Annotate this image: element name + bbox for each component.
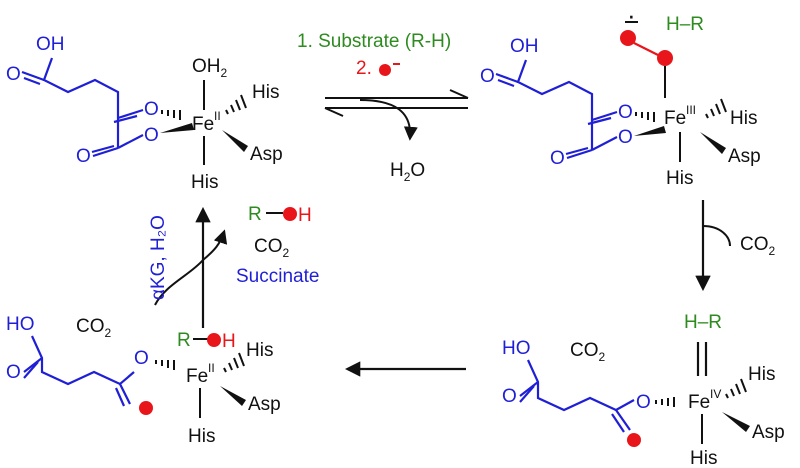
superoxo-hr-label: H–R [666,14,704,35]
product-his-bottom-label: His [188,426,215,447]
resting-wedge-o [160,123,194,133]
product-co2-label: CO2 [76,316,112,340]
ferryl-his-top-hash [725,378,747,399]
structure-resting-fe2: OH O O O O Fe II OH2 His Asp [6,34,283,193]
superoxo-keto-o-label: O [618,102,633,123]
co2-release-curve [702,225,731,247]
product-acid-o-label: O [6,362,21,383]
step-top-oxygen-binding: 1. Substrate (R-H) 2. H2O [297,31,469,184]
structure-ferryl-fe4: H–R HO CO2 O O Fe IV [502,312,785,468]
superoxo-carb-o1-label: O [550,148,565,169]
step-left-product-release: αKG, H₂O R H CO2 Succinate [148,204,319,328]
resting-carb-o2-label: O [144,125,159,146]
radical-dot-label: · [627,0,636,30]
resting-his-bottom-label: His [191,172,218,193]
product-fe-label: Fe [186,366,208,387]
water-release-arrow [359,99,418,141]
right-co2-label: CO2 [740,234,776,258]
ferryl-his-top-label: His [748,364,775,385]
ferryl-hash-bond [655,397,675,407]
oxygen-atom-icon [379,64,391,76]
superoxo-asp-label: Asp [728,146,761,167]
resting-oh-label: OH [36,34,65,55]
substrate-label: 1. Substrate (R-H) [297,31,451,52]
resting-hash-bond [161,110,181,120]
product-his-top-label: His [246,340,273,361]
water-label: H2O [390,160,425,184]
resting-acid-o-label: O [6,64,21,85]
superoxo-his-top-hash [705,98,727,119]
product-r-label: R [177,330,191,351]
akg-double-bonds [23,76,138,154]
structure-product-fe2: HO CO2 O O Fe II His Asp [6,314,281,447]
oxygen-label: 2. [356,58,372,79]
superoxo-asp-wedge [700,132,726,154]
resting-keto-o-label: O [144,99,159,120]
superoxo-o1-icon [620,30,636,46]
resting-fe-ox: II [214,109,221,123]
ferryl-succinate-double-bonds [519,385,625,433]
akg-water-label: αKG, H₂O [148,215,169,300]
superoxo-akg-double-bonds [497,78,612,156]
succinate-label: Succinate [236,266,319,287]
product-ho-label: HO [6,314,35,335]
resting-asp-label: Asp [250,144,283,165]
ferryl-ho-label: HO [502,338,531,359]
superoxo-wedge-o [634,126,666,136]
superoxo-akg-chain [495,59,618,160]
resting-asp-wedge [222,130,248,152]
product-exit-curve [202,229,228,261]
product-oh-o-icon [207,333,221,347]
released-oh-o-icon [283,207,297,221]
released-co2-label: CO2 [254,236,290,260]
product-h-label: H [222,331,236,352]
resting-carb-o1-label: O [76,146,91,167]
reverse-arrowhead [324,107,344,117]
released-h-label: H [298,205,312,226]
resting-his-top-hash [225,94,247,115]
superoxo-oh-label: OH [510,36,539,57]
resting-water-label: OH2 [192,56,228,80]
ferryl-fe-label: Fe [688,392,710,413]
step-right-decarboxylation: CO2 [695,200,776,292]
ferryl-asp-label: Asp [752,422,785,443]
superoxo-fe-label: Fe [664,108,686,129]
ferryl-fe-ox: IV [710,387,721,401]
superoxo-his-top-label: His [730,108,757,129]
ferryl-acid-o-label: O [502,386,517,407]
forward-arrowhead [449,89,469,99]
product-succinate-double-bonds [23,361,126,407]
ferryl-oxo-double-bond [696,342,708,376]
ferryl-carb-o-label: O [636,392,651,413]
superoxo-acid-o-label: O [480,66,495,87]
product-labelled-o-icon [139,401,153,415]
released-r-label: R [248,204,262,225]
akg-chain [21,57,144,158]
superoxo-fe-ox: III [686,103,696,117]
resting-his-top-label: His [252,82,279,103]
resting-fe-label: Fe [192,114,214,135]
product-fe-ox: II [208,361,215,375]
ferryl-labelled-o-icon [627,433,641,447]
product-his-top-hash [223,352,245,373]
superoxo-carb-o2-label: O [618,127,633,148]
ferryl-his-bottom-label: His [690,448,717,468]
superoxo-his-bottom-label: His [666,168,693,189]
ferryl-hr-label: H–R [684,312,722,333]
structure-superoxo-fe3: · H–R OH O O O O [480,0,761,189]
superoxo-oo-bond [633,42,659,56]
product-carb-o-label: O [134,348,149,369]
ferryl-asp-wedge [722,412,750,432]
ferryl-co2-label: CO2 [570,340,606,364]
superoxo-hash-bond [635,112,655,122]
product-asp-wedge [220,386,246,406]
product-hash-bond [155,360,175,370]
ferryl-succinate-chain [519,359,635,431]
product-asp-label: Asp [248,394,281,415]
akg-entry-curve [154,259,204,306]
product-succinate-chain [23,335,135,405]
superoxo-o2-icon [657,50,673,66]
